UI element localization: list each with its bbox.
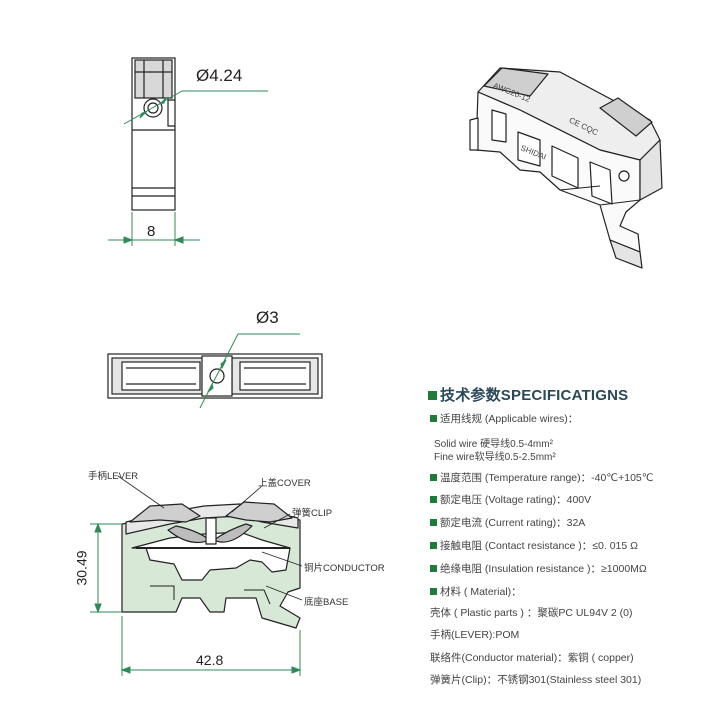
label-lever: 手柄LEVER [88,471,139,482]
spec-insulation-resistance: 绝缘电阻 (Insulation resistance )：≥1000MΩ [430,561,647,576]
spec-contact-resistance: 接触电阻 (Contact resistance )：≤0. 015 Ω [430,538,638,553]
bullet-icon [430,474,437,481]
top-view-diameter-label: Ø3 [256,308,279,327]
section-height-label: 30.49 [73,550,90,586]
spec-current: 额定电流 (Current rating)：32A [430,515,585,530]
spec-clip: 弹簧片(Clip)：不锈钢301(Stainless steel 301) [430,674,642,686]
spec-solid-wire: Solid wire 硬导线0.5-4mm² [434,439,553,450]
spec-conductor: 联络件(Conductor material)：紫铜 ( copper) [430,652,634,664]
section-width-label: 42.8 [196,652,224,668]
label-clip: 弹簧CLIP [292,508,333,519]
bullet-icon [430,588,437,595]
spec-material: 材料 ( Material)： [430,584,522,599]
label-base: 底座BASE [304,597,349,608]
spec-lever: 手柄(LEVER):POM [430,629,520,641]
bullet-icon [430,519,437,526]
spec-plastic: 壳体 ( Plastic parts ) ：聚碳PC UL94V 2 (0) [430,607,633,619]
bullet-icon [430,415,437,422]
spec-voltage: 额定电压 (Voltage rating)：400V [430,492,591,507]
end-view-diameter-label: Ø4.24 [196,66,243,85]
label-conductor: 铜片CONDUCTOR [304,563,385,574]
specs-title: 技术参数SPECIFICATIGNS [428,384,628,405]
spec-applicable-wires: 适用线规 (Applicable wires)： [430,411,578,426]
spec-fine-wire: Fine wire软导线0.5-2.5mm² [434,452,556,463]
spec-temperature: 温度范围 (Temperature range)：-40℃+105℃ [430,470,654,485]
end-view-width-label: 8 [147,223,156,240]
bullet-icon [430,565,437,572]
label-cover: 上盖COVER [258,478,311,489]
bullet-icon [428,391,437,400]
bullet-icon [430,542,437,549]
bullet-icon [430,496,437,503]
